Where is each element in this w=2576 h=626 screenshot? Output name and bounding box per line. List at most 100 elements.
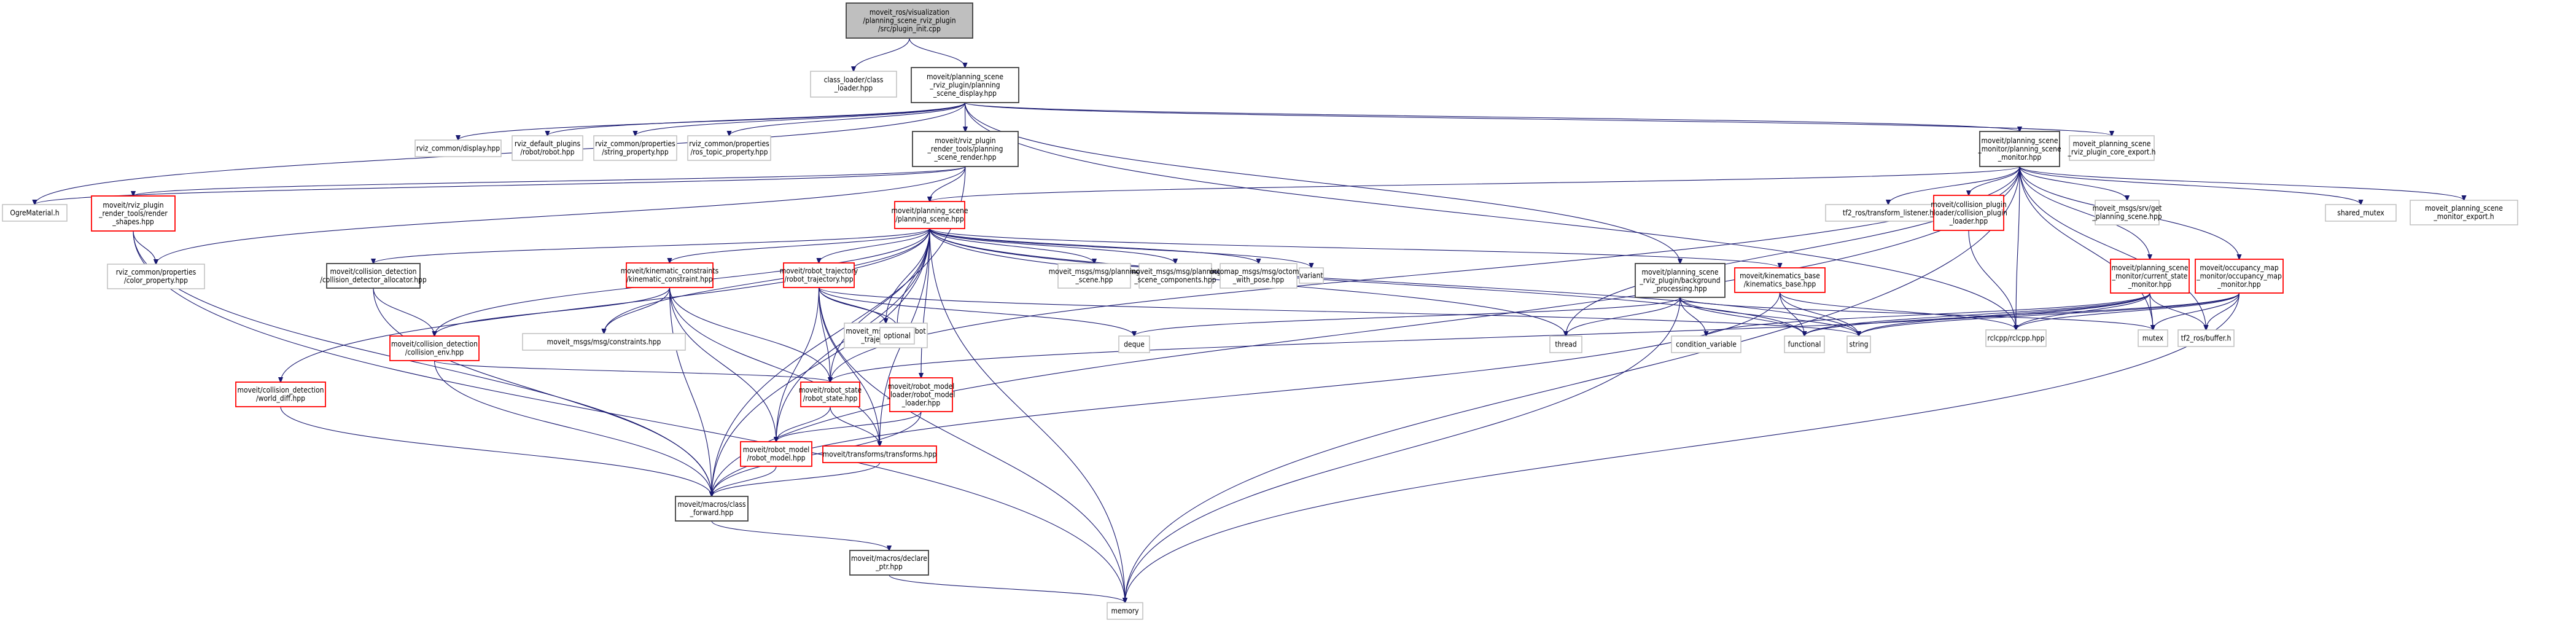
edge-robot_traj-to-memory: [818, 287, 1126, 603]
node-planning-scene[interactable]: moveit/planning_scene/planning_scene.hpp: [892, 201, 968, 229]
node-label-line: _rviz_plugin_core_export.h: [2067, 148, 2155, 157]
node-box[interactable]: [911, 67, 1019, 103]
node-label-line: /collision_env.hpp: [405, 348, 464, 357]
edge-omm-to-tf_buffer: [2206, 292, 2240, 330]
node-box[interactable]: [1933, 195, 2004, 231]
node-ps-display[interactable]: moveit/planning_scene_rviz_plugin/planni…: [911, 67, 1019, 103]
node-label-line: moveit/collision_detection: [330, 267, 416, 276]
edge-psm-to-tf_listener: [1888, 166, 2020, 205]
node-label-line: moveit/rviz_plugin: [103, 201, 163, 209]
edge-cd_alloc-to-class_forward: [373, 288, 712, 496]
edge-planning_scene-to-functional: [929, 228, 1805, 336]
node-render-shapes[interactable]: moveit/rviz_plugin_render_tools/render_s…: [91, 195, 176, 232]
node-label-line: _monitor.hpp: [2217, 280, 2261, 289]
edge-planning_scene-to-world_diff: [281, 228, 930, 382]
node-world-diff[interactable]: moveit/collision_detection/world_diff.hp…: [235, 381, 326, 407]
node-box[interactable]: [2110, 259, 2190, 294]
node-bg-proc[interactable]: moveit/planning_scene_rviz_plugin/backgr…: [1635, 263, 1726, 298]
node-ros-topic-prop: rviz_common/properties/ros_topic_propert…: [687, 135, 771, 161]
node-box: [512, 135, 583, 161]
edge-ps_display-to-string_prop: [636, 102, 966, 136]
node-kin-constraint[interactable]: moveit/kinematic_constraints/kinematic_c…: [621, 262, 719, 288]
edge-kin_base-to-functional: [1779, 292, 1805, 336]
node-label-line: _monitor_export.h: [2433, 213, 2494, 221]
edge-omm-to-functional: [1805, 292, 2240, 336]
node-robot-traj[interactable]: moveit/robot_trajectory/robot_trajectory…: [780, 262, 858, 288]
node-box[interactable]: [1635, 263, 1726, 298]
edge-robot_model-to-class_forward: [712, 466, 777, 496]
node-cd-alloc[interactable]: moveit/collision_detection/collision_det…: [320, 263, 427, 289]
node-box: [1107, 602, 1143, 620]
node-label-line: moveit/collision_plugin: [1931, 200, 2006, 209]
node-label-line: _scene_components.hpp: [1134, 276, 1216, 284]
node-ps-render[interactable]: moveit/rviz_plugin_render_tools/planning…: [912, 131, 1019, 167]
node-label-line: _loader.hpp: [1949, 217, 1988, 225]
node-csm[interactable]: moveit/planning_scene_monitor/current_st…: [2110, 259, 2190, 294]
node-label-line: rclcpp/rclcpp.hpp: [1987, 334, 2044, 342]
node-box: [107, 264, 205, 289]
node-label-line: moveit/macros/declare: [851, 554, 927, 563]
node-msg-constraints: moveit_msgs/msg/constraints.hpp: [522, 333, 686, 351]
node-box: [2410, 200, 2518, 225]
edge-csm-to-cond_var: [1706, 292, 2150, 336]
node-robot-model[interactable]: moveit/robot_model/robot_model.hpp: [740, 441, 812, 467]
node-label-line: moveit/occupancy_map: [2200, 264, 2279, 272]
node-monitor-export: moveit_planning_scene_monitor_export.h: [2410, 200, 2518, 225]
node-box[interactable]: [91, 195, 176, 232]
node-label-line: moveit/robot_model: [743, 445, 810, 454]
node-coll-env[interactable]: moveit/collision_detection/collision_env…: [389, 335, 480, 361]
node-box[interactable]: [740, 441, 812, 467]
node-box[interactable]: [894, 201, 965, 229]
node-ogre: OgreMaterial.h: [2, 204, 68, 222]
node-box[interactable]: [2195, 259, 2284, 294]
node-box[interactable]: [800, 381, 860, 407]
node-cpl[interactable]: moveit/collision_plugin_loader/collision…: [1929, 195, 2007, 231]
edge-cd_alloc-to-coll_env: [373, 288, 435, 336]
node-rml[interactable]: moveit/robot_model_loader/robot_model_lo…: [887, 377, 955, 412]
node-declare-ptr[interactable]: moveit/macros/declare_ptr.hpp: [849, 550, 929, 576]
node-kin-base[interactable]: moveit/kinematics_base/kinematics_base.h…: [1734, 267, 1826, 293]
node-box: [1138, 263, 1212, 289]
node-box[interactable]: [822, 445, 937, 463]
node-msg-psc: moveit_msgs/msg/planning_scene_component…: [1130, 263, 1221, 289]
node-robot-state[interactable]: moveit/robot_state/robot_state.hpp: [799, 381, 862, 407]
node-box[interactable]: [389, 335, 480, 361]
edge-ps_render-to-color_prop: [156, 166, 966, 264]
edge-cpl-to-rclcpp: [1968, 230, 2016, 330]
edge-bg_proc-to-cond_var: [1679, 297, 1706, 336]
node-box[interactable]: [626, 262, 714, 288]
node-psm[interactable]: moveit/planning_scene_monitor/planning_s…: [1977, 131, 2061, 167]
edge-planning_scene-to-octomap: [929, 228, 1259, 264]
node-box: [879, 327, 915, 345]
node-class-forward[interactable]: moveit/macros/class_forward.hpp: [675, 496, 749, 522]
node-box[interactable]: [675, 496, 749, 522]
node-root[interactable]: moveit_ros/visualization/planning_scene_…: [846, 2, 973, 39]
node-box[interactable]: [783, 262, 855, 288]
node-label-line: _scene.hpp: [1075, 276, 1113, 284]
node-box[interactable]: [849, 550, 929, 576]
edge-rml-to-class_forward: [712, 411, 922, 496]
node-box: [1299, 267, 1324, 284]
node-label-line: /robot_model.hpp: [747, 454, 805, 463]
node-label-line: _monitor/planning_scene: [1977, 144, 2061, 153]
node-box[interactable]: [889, 377, 953, 412]
edge-psm-to-class_forward: [712, 166, 2020, 496]
edge-csm-to-functional: [1805, 292, 2150, 336]
node-label-line: moveit/transforms/transforms.hpp: [823, 450, 937, 458]
node-label-line: moveit/planning_scene: [892, 206, 968, 215]
node-box[interactable]: [912, 131, 1019, 167]
node-label-line: optional: [884, 331, 911, 340]
edge-psm-to-robot_state: [830, 166, 2020, 382]
node-transforms[interactable]: moveit/transforms/transforms.hpp: [822, 445, 937, 463]
node-box[interactable]: [1979, 131, 2060, 167]
edge-planning_scene-to-msg_constraints: [604, 228, 930, 334]
edge-robot_traj-to-transforms: [818, 287, 880, 446]
node-box[interactable]: [326, 263, 421, 289]
edge-rml-to-robot_model: [776, 411, 922, 442]
node-label-line: moveit_msgs/msg/constraints.hpp: [547, 337, 661, 346]
node-box[interactable]: [235, 381, 326, 407]
node-omm[interactable]: moveit/occupancy_map_monitor/occupancy_m…: [2195, 259, 2284, 294]
node-box[interactable]: [846, 2, 973, 39]
node-box[interactable]: [1734, 267, 1826, 293]
node-box: [810, 71, 897, 98]
